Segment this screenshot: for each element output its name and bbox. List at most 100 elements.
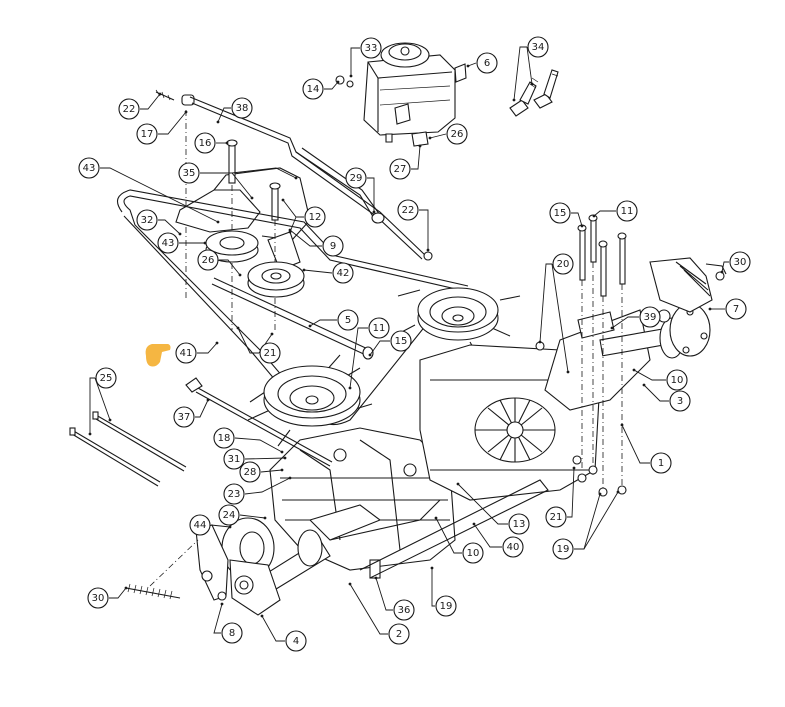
callout-number: 14 — [307, 84, 320, 95]
callout-leader-line — [367, 177, 375, 212]
callout-leader-line — [244, 477, 291, 495]
callout-25: 25 — [88, 367, 117, 436]
leader-arrowhead — [620, 423, 624, 427]
callout-number: 33 — [365, 43, 378, 54]
callout-bubble — [552, 253, 574, 275]
callout-44: 44 — [189, 514, 232, 536]
callout-22: 22 — [397, 199, 430, 252]
callout-leader-line — [457, 483, 508, 525]
callout-leader-line — [473, 523, 502, 548]
callout-leader-line — [551, 263, 569, 373]
hand-pointer-icon — [145, 344, 171, 367]
leader-arrowhead — [426, 248, 430, 252]
mounting-bolts-right — [535, 214, 627, 497]
callout-number: 11 — [373, 323, 386, 334]
callout-leader-line — [282, 199, 304, 218]
callout-bubble — [337, 309, 359, 331]
leader-arrowhead — [538, 340, 542, 344]
leader-arrowhead — [283, 456, 287, 460]
callout-leader-line — [633, 369, 666, 381]
callout-bubble — [322, 235, 344, 257]
leader-arrowhead — [280, 450, 284, 454]
leader-arrowhead — [348, 582, 352, 586]
callout-bubble — [189, 514, 211, 536]
callout-number: 4 — [293, 636, 299, 647]
leader-arrowhead — [288, 476, 292, 480]
callout-bubble — [136, 209, 158, 231]
callout-leader-line — [621, 424, 650, 464]
callout-leader-line — [100, 167, 219, 223]
callout-37: 37 — [173, 398, 210, 428]
callout-number: 22 — [402, 205, 415, 216]
leader-arrowhead — [108, 418, 112, 422]
callout-number: 36 — [398, 605, 411, 616]
callout-26: 26 — [197, 249, 242, 277]
callout-bubble — [223, 448, 245, 470]
callout-bubble — [259, 342, 281, 364]
callout-bubble — [360, 37, 382, 59]
cross-tube — [359, 479, 549, 579]
leader-arrowhead — [250, 196, 254, 200]
callout-leader-line — [431, 568, 435, 607]
leader-arrowhead — [270, 332, 274, 336]
callout-bubble — [725, 298, 747, 320]
callout-4: 4 — [260, 614, 307, 652]
leader-arrowhead — [238, 273, 242, 277]
callout-bubble — [345, 167, 367, 189]
callout-19: 19 — [430, 566, 457, 617]
callout-number: 12 — [309, 212, 322, 223]
callout-number: 19 — [440, 601, 453, 612]
callout-17: 17 — [136, 110, 188, 145]
leader-arrowhead — [530, 82, 534, 86]
callout-leader-line — [244, 457, 286, 460]
callout-number: 30 — [92, 593, 105, 604]
callout-number: 6 — [484, 58, 490, 69]
callout-24: 24 — [218, 504, 267, 526]
callout-leader-line — [237, 327, 259, 354]
callout-leader-line — [217, 107, 231, 123]
callout-14: 14 — [302, 78, 340, 100]
callout-bubble — [527, 36, 549, 58]
callout-39: 39 — [610, 306, 661, 330]
callout-number: 29 — [350, 173, 363, 184]
callout-bubble — [157, 232, 179, 254]
callout-leader-line — [140, 93, 161, 110]
callout-number: 38 — [236, 103, 249, 114]
callout-12: 12 — [281, 198, 326, 234]
callout-2: 2 — [348, 582, 410, 645]
callout-30: 30 — [720, 251, 751, 274]
left-pulley-fan — [247, 354, 373, 447]
leader-arrowhead — [184, 110, 188, 114]
callout-bubble — [397, 199, 419, 221]
leader-arrowhead — [260, 614, 264, 618]
right-axle-hub — [544, 257, 727, 411]
callout-number: 22 — [123, 104, 136, 115]
callout-leader-line — [349, 327, 368, 389]
callout-leader-line — [349, 583, 388, 635]
leader-arrowhead — [88, 432, 92, 436]
leader-arrowhead — [220, 602, 224, 606]
callout-23: 23 — [223, 476, 292, 505]
leader-arrowhead — [428, 136, 432, 140]
leader-arrowhead — [472, 522, 476, 526]
callout-7: 7 — [708, 298, 747, 320]
callout-bubble — [502, 536, 524, 558]
leader-arrowhead — [206, 398, 210, 402]
leader-arrowhead — [225, 141, 229, 145]
callout-13: 13 — [456, 482, 530, 535]
callout-15: 15 — [368, 330, 412, 357]
callout-number: 7 — [733, 304, 739, 315]
callout-leader-line — [583, 491, 619, 550]
callout-leader-line — [239, 514, 266, 519]
callout-number: 26 — [202, 255, 215, 266]
callout-number: 30 — [734, 257, 747, 268]
callout-number: 35 — [183, 168, 196, 179]
callout-11: 11 — [348, 317, 390, 390]
callout-leader-line — [411, 145, 421, 170]
callout-number: 34 — [532, 42, 545, 53]
callout-bubble — [118, 98, 140, 120]
callout-bubble — [669, 390, 691, 412]
callout-leader-line — [369, 340, 390, 356]
callout-bubble — [393, 599, 415, 621]
